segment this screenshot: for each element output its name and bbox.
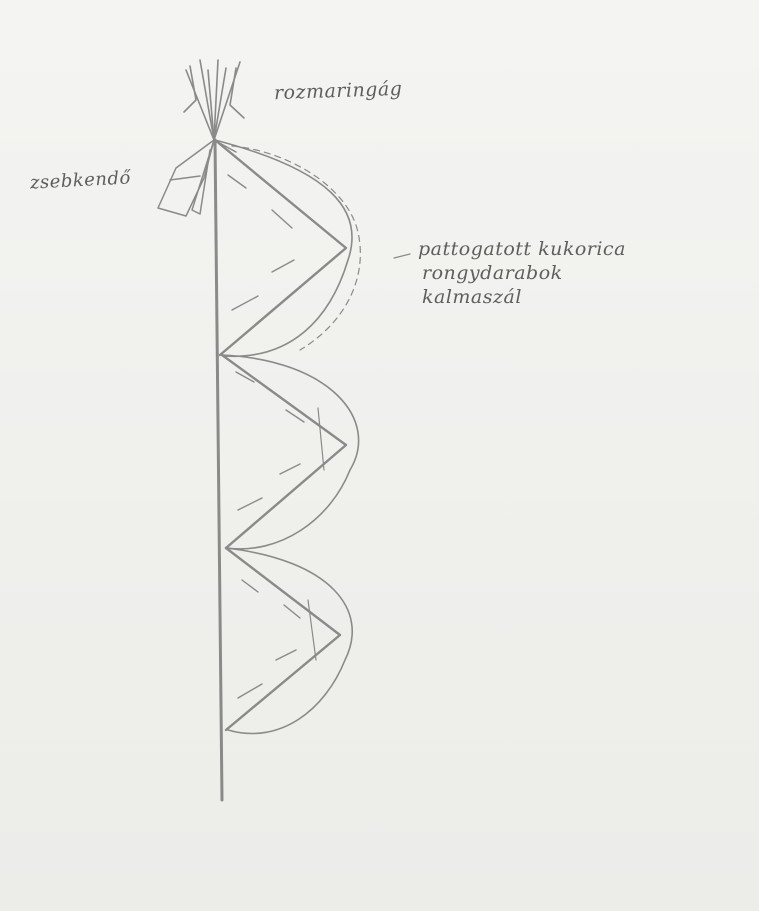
decoration-label-line-3: kalmaszál	[422, 286, 626, 310]
rosemary-sprig-icon	[184, 60, 244, 140]
rosemary-label: rozmaringág	[274, 78, 403, 106]
handkerchief-icon	[158, 140, 236, 216]
decoration-section-1	[215, 140, 360, 356]
leader-line	[394, 254, 410, 258]
decoration-label-line-2: rongydarabok	[422, 262, 626, 286]
decoration-section-3	[226, 548, 352, 734]
decoration-label: pattogatott kukorica rongydarabok kalmas…	[418, 238, 626, 309]
decoration-section-2	[222, 355, 359, 549]
decoration-label-line-1: pattogatott kukorica	[418, 238, 626, 262]
pole-line	[215, 140, 222, 800]
